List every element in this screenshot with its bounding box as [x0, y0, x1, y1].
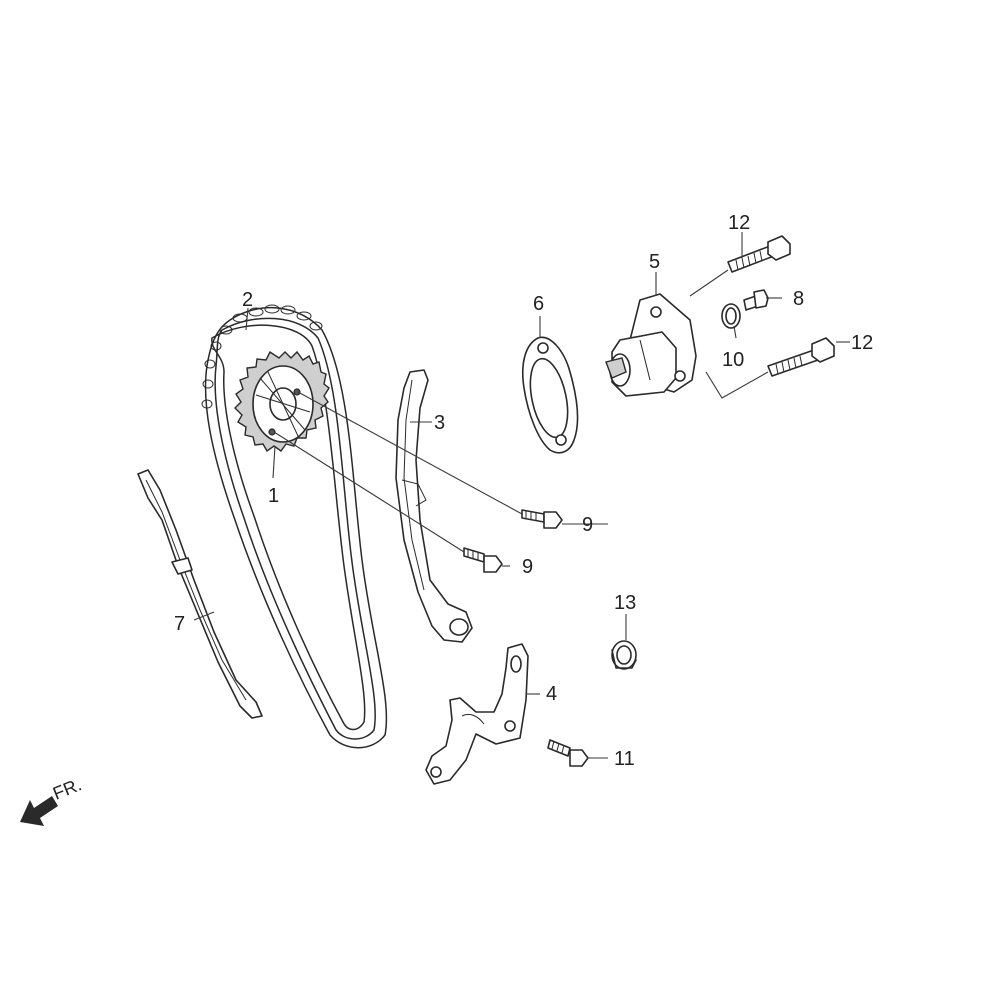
leader-lines	[193, 232, 850, 759]
front-direction-label: FR.	[50, 774, 84, 803]
callout-9-lower: 9	[522, 556, 533, 578]
callout-6: 6	[533, 293, 544, 315]
callout-8: 8	[793, 288, 804, 310]
cam-sprocket[interactable]	[234, 350, 330, 453]
sprocket-bolt-lower[interactable]	[463, 547, 503, 573]
callout-1: 1	[268, 485, 279, 507]
callout-12-lower: 12	[851, 332, 873, 354]
callout-7: 7	[174, 613, 185, 635]
callout-10: 10	[722, 349, 744, 371]
front-direction-arrow-icon	[20, 796, 58, 826]
pivot-collar[interactable]	[611, 640, 637, 670]
sealing-bolt[interactable]	[743, 289, 769, 311]
sprocket-bolt-upper[interactable]	[521, 509, 563, 529]
callout-2: 2	[242, 289, 253, 311]
lifter-bolt-upper[interactable]	[727, 235, 791, 273]
callout-5: 5	[649, 251, 660, 273]
callout-labels: 1 2 3 4 5 6 7 8 9 9 10 11 12 12 13	[174, 212, 873, 770]
front-direction-indicator: FR.	[20, 774, 84, 826]
callout-13: 13	[614, 592, 636, 614]
chain-tensioner-arm[interactable]	[395, 369, 473, 643]
callout-3: 3	[434, 412, 445, 434]
callout-4: 4	[546, 683, 557, 705]
callout-11: 11	[614, 748, 635, 770]
lifter-gasket[interactable]	[522, 336, 579, 454]
bracket-bolt[interactable]	[547, 739, 589, 767]
callout-12-upper: 12	[728, 212, 750, 234]
chain-guide[interactable]	[137, 469, 263, 719]
lifter-bolt-lower[interactable]	[767, 337, 835, 377]
callout-9-upper: 9	[582, 514, 593, 536]
o-ring[interactable]	[721, 303, 741, 329]
tensioner-bracket[interactable]	[425, 643, 529, 785]
cam-chain-tensioner-lifter[interactable]	[605, 293, 697, 397]
